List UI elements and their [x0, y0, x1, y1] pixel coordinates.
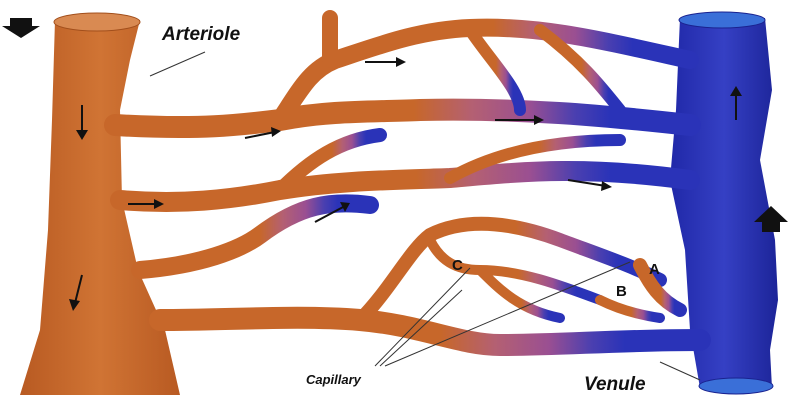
point-a-label: A — [649, 261, 660, 278]
point-d-label: D — [470, 290, 481, 307]
arteriole-label: Arteriole — [161, 24, 241, 45]
venule-label: Venule — [584, 374, 646, 395]
point-c-label: C — [452, 257, 463, 274]
point-b-label: B — [616, 283, 627, 300]
arrow-down-icon — [2, 18, 40, 38]
capillary-network — [115, 18, 700, 345]
capillary-label: Capillary — [306, 372, 362, 387]
